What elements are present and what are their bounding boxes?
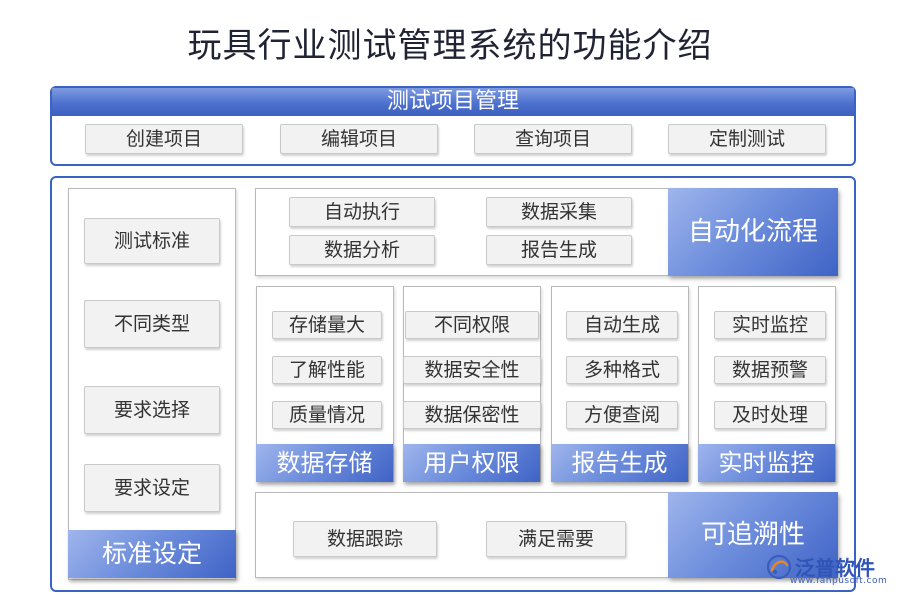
create-project-item: 创建项目 [85,124,243,154]
multiple-formats-item: 多种格式 [566,356,678,384]
data-security-item: 数据安全性 [403,356,541,384]
page-title: 玩具行业测试管理系统的功能介绍 [187,26,713,66]
brand-logo: 泛普软件 www.fanpusoft.com [766,552,887,586]
query-project-item: 查询项目 [474,124,632,154]
report-generation-item: 报告生成 [486,235,632,265]
test-project-management-section: 测试项目管理 创建项目 编辑项目 查询项目 定制测试 [50,86,856,166]
data-tracking-item: 数据跟踪 [293,521,437,557]
user-permission-tag: 用户权限 [403,444,540,482]
realtime-monitoring-tag: 实时监控 [698,444,835,482]
data-collection-item: 数据采集 [486,197,632,227]
report-generation-tag: 报告生成 [551,444,688,482]
automation-flow-tag: 自动化流程 [668,188,838,276]
traceability-tag: 可追溯性 [668,492,838,578]
meet-needs-item: 满足需要 [486,521,626,557]
brand-url: www.fanpusoft.com [790,576,888,586]
auto-execute-item: 自动执行 [289,197,435,227]
data-storage-tag: 数据存储 [256,444,393,482]
large-storage-item: 存储量大 [272,311,382,339]
data-alert-item: 数据预警 [714,356,826,384]
data-analysis-item: 数据分析 [289,235,435,265]
timely-handling-item: 及时处理 [714,401,826,429]
realtime-monitor-item: 实时监控 [714,311,826,339]
different-permission-item: 不同权限 [405,311,539,339]
requirement-setting-item: 要求设定 [84,464,220,512]
auto-generate-item: 自动生成 [566,311,678,339]
test-project-management-header: 测试项目管理 [52,88,854,116]
brand-logo-icon [766,554,792,579]
know-performance-item: 了解性能 [272,356,382,384]
brand-name: 泛普软件 [795,556,875,580]
custom-test-item: 定制测试 [668,124,826,154]
easy-lookup-item: 方便查阅 [566,401,678,429]
test-standard-item: 测试标准 [84,218,220,264]
data-confidentiality-item: 数据保密性 [403,401,541,429]
edit-project-item: 编辑项目 [280,124,438,154]
quality-status-item: 质量情况 [272,401,382,429]
different-types-item: 不同类型 [84,300,220,348]
requirement-selection-item: 要求选择 [84,386,220,434]
standard-setting-tag: 标准设定 [68,530,236,578]
